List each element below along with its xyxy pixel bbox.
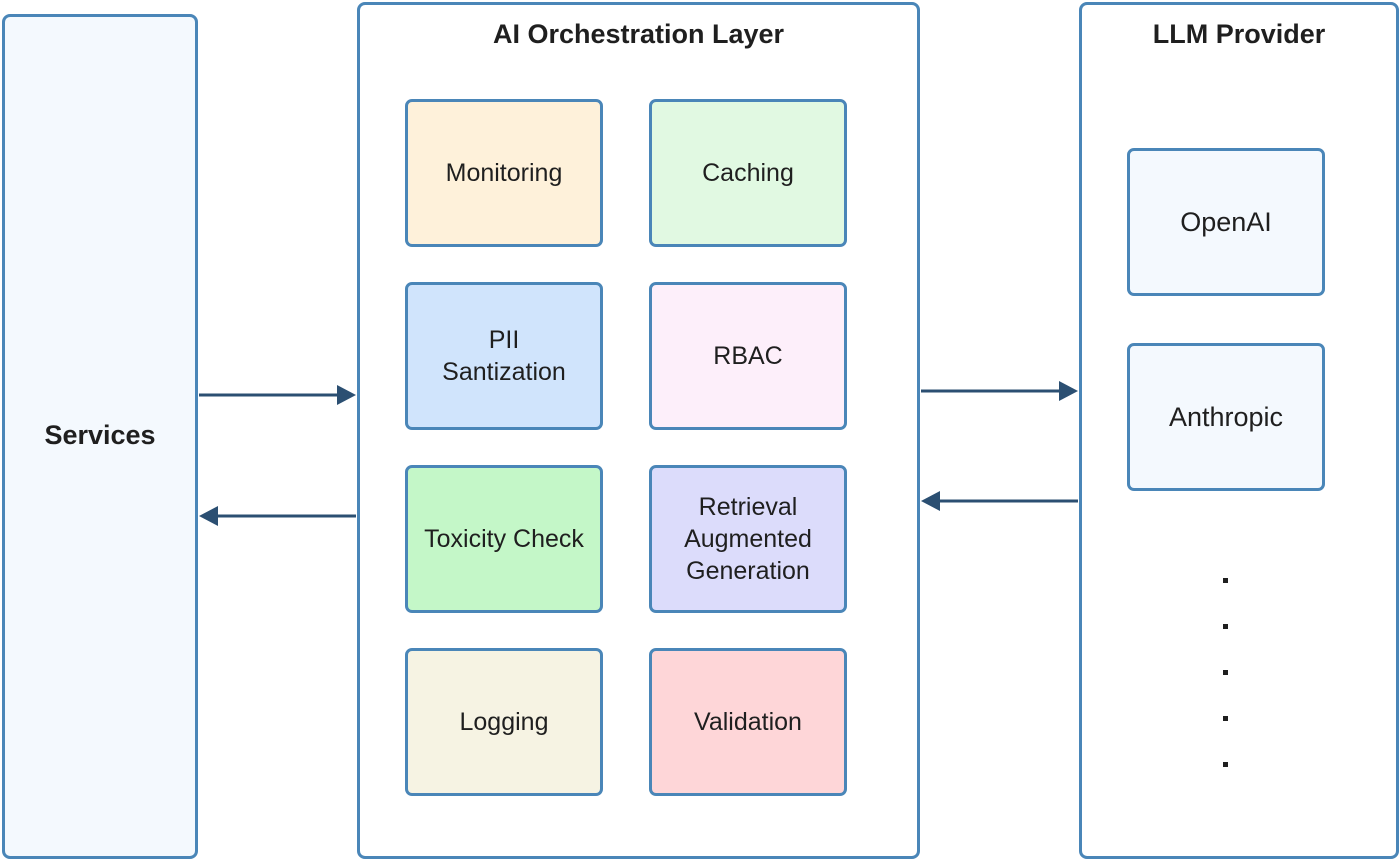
monitoring-box: Monitoring xyxy=(405,99,603,247)
ellipsis-dot xyxy=(1223,670,1228,675)
orchestration-to-llm-arrow xyxy=(921,381,1078,401)
orchestration-layer-title: AI Orchestration Layer xyxy=(492,19,785,49)
caching-box: Caching xyxy=(649,99,847,247)
pii-sanitization-box: PII Santization xyxy=(405,282,603,430)
monitoring-label-line: Monitoring xyxy=(445,159,563,187)
rbac-box: RBAC xyxy=(649,282,847,430)
orchestration-to-services-arrow xyxy=(199,506,356,526)
services-to-orchestration-arrow xyxy=(199,385,356,405)
logging-box: Logging xyxy=(405,648,603,796)
toxicity-label-line: Toxicity Check xyxy=(424,525,584,553)
ellipsis-dot xyxy=(1223,578,1228,583)
llm-to-orchestration-arrow xyxy=(921,491,1078,511)
rag-label-line: Retrieval xyxy=(698,493,798,521)
services-panel: Services xyxy=(2,14,198,859)
ellipsis-dot xyxy=(1223,624,1228,629)
ellipsis-dot xyxy=(1223,716,1228,721)
llm-provider-title: LLM Provider xyxy=(1152,19,1326,49)
caching-label-line: Caching xyxy=(702,159,794,187)
services-label: Services xyxy=(44,420,156,450)
rag-label-line: Augmented xyxy=(684,525,812,553)
pii-label-line: Santization xyxy=(442,358,566,386)
toxicity-check-box: Toxicity Check xyxy=(405,465,603,613)
ellipsis-dot xyxy=(1223,762,1228,767)
validation-label-line: Validation xyxy=(694,708,802,736)
openai-box: OpenAI xyxy=(1127,148,1325,296)
rbac-label-line: RBAC xyxy=(713,342,783,370)
provider-label-line: Anthropic xyxy=(1168,402,1284,432)
logging-label-line: Logging xyxy=(459,708,549,736)
provider-label-line: OpenAI xyxy=(1180,207,1272,237)
pii-label-line: PII xyxy=(488,326,520,354)
rag-label-line: Generation xyxy=(686,557,810,585)
anthropic-box: Anthropic xyxy=(1127,343,1325,491)
validation-box: Validation xyxy=(649,648,847,796)
